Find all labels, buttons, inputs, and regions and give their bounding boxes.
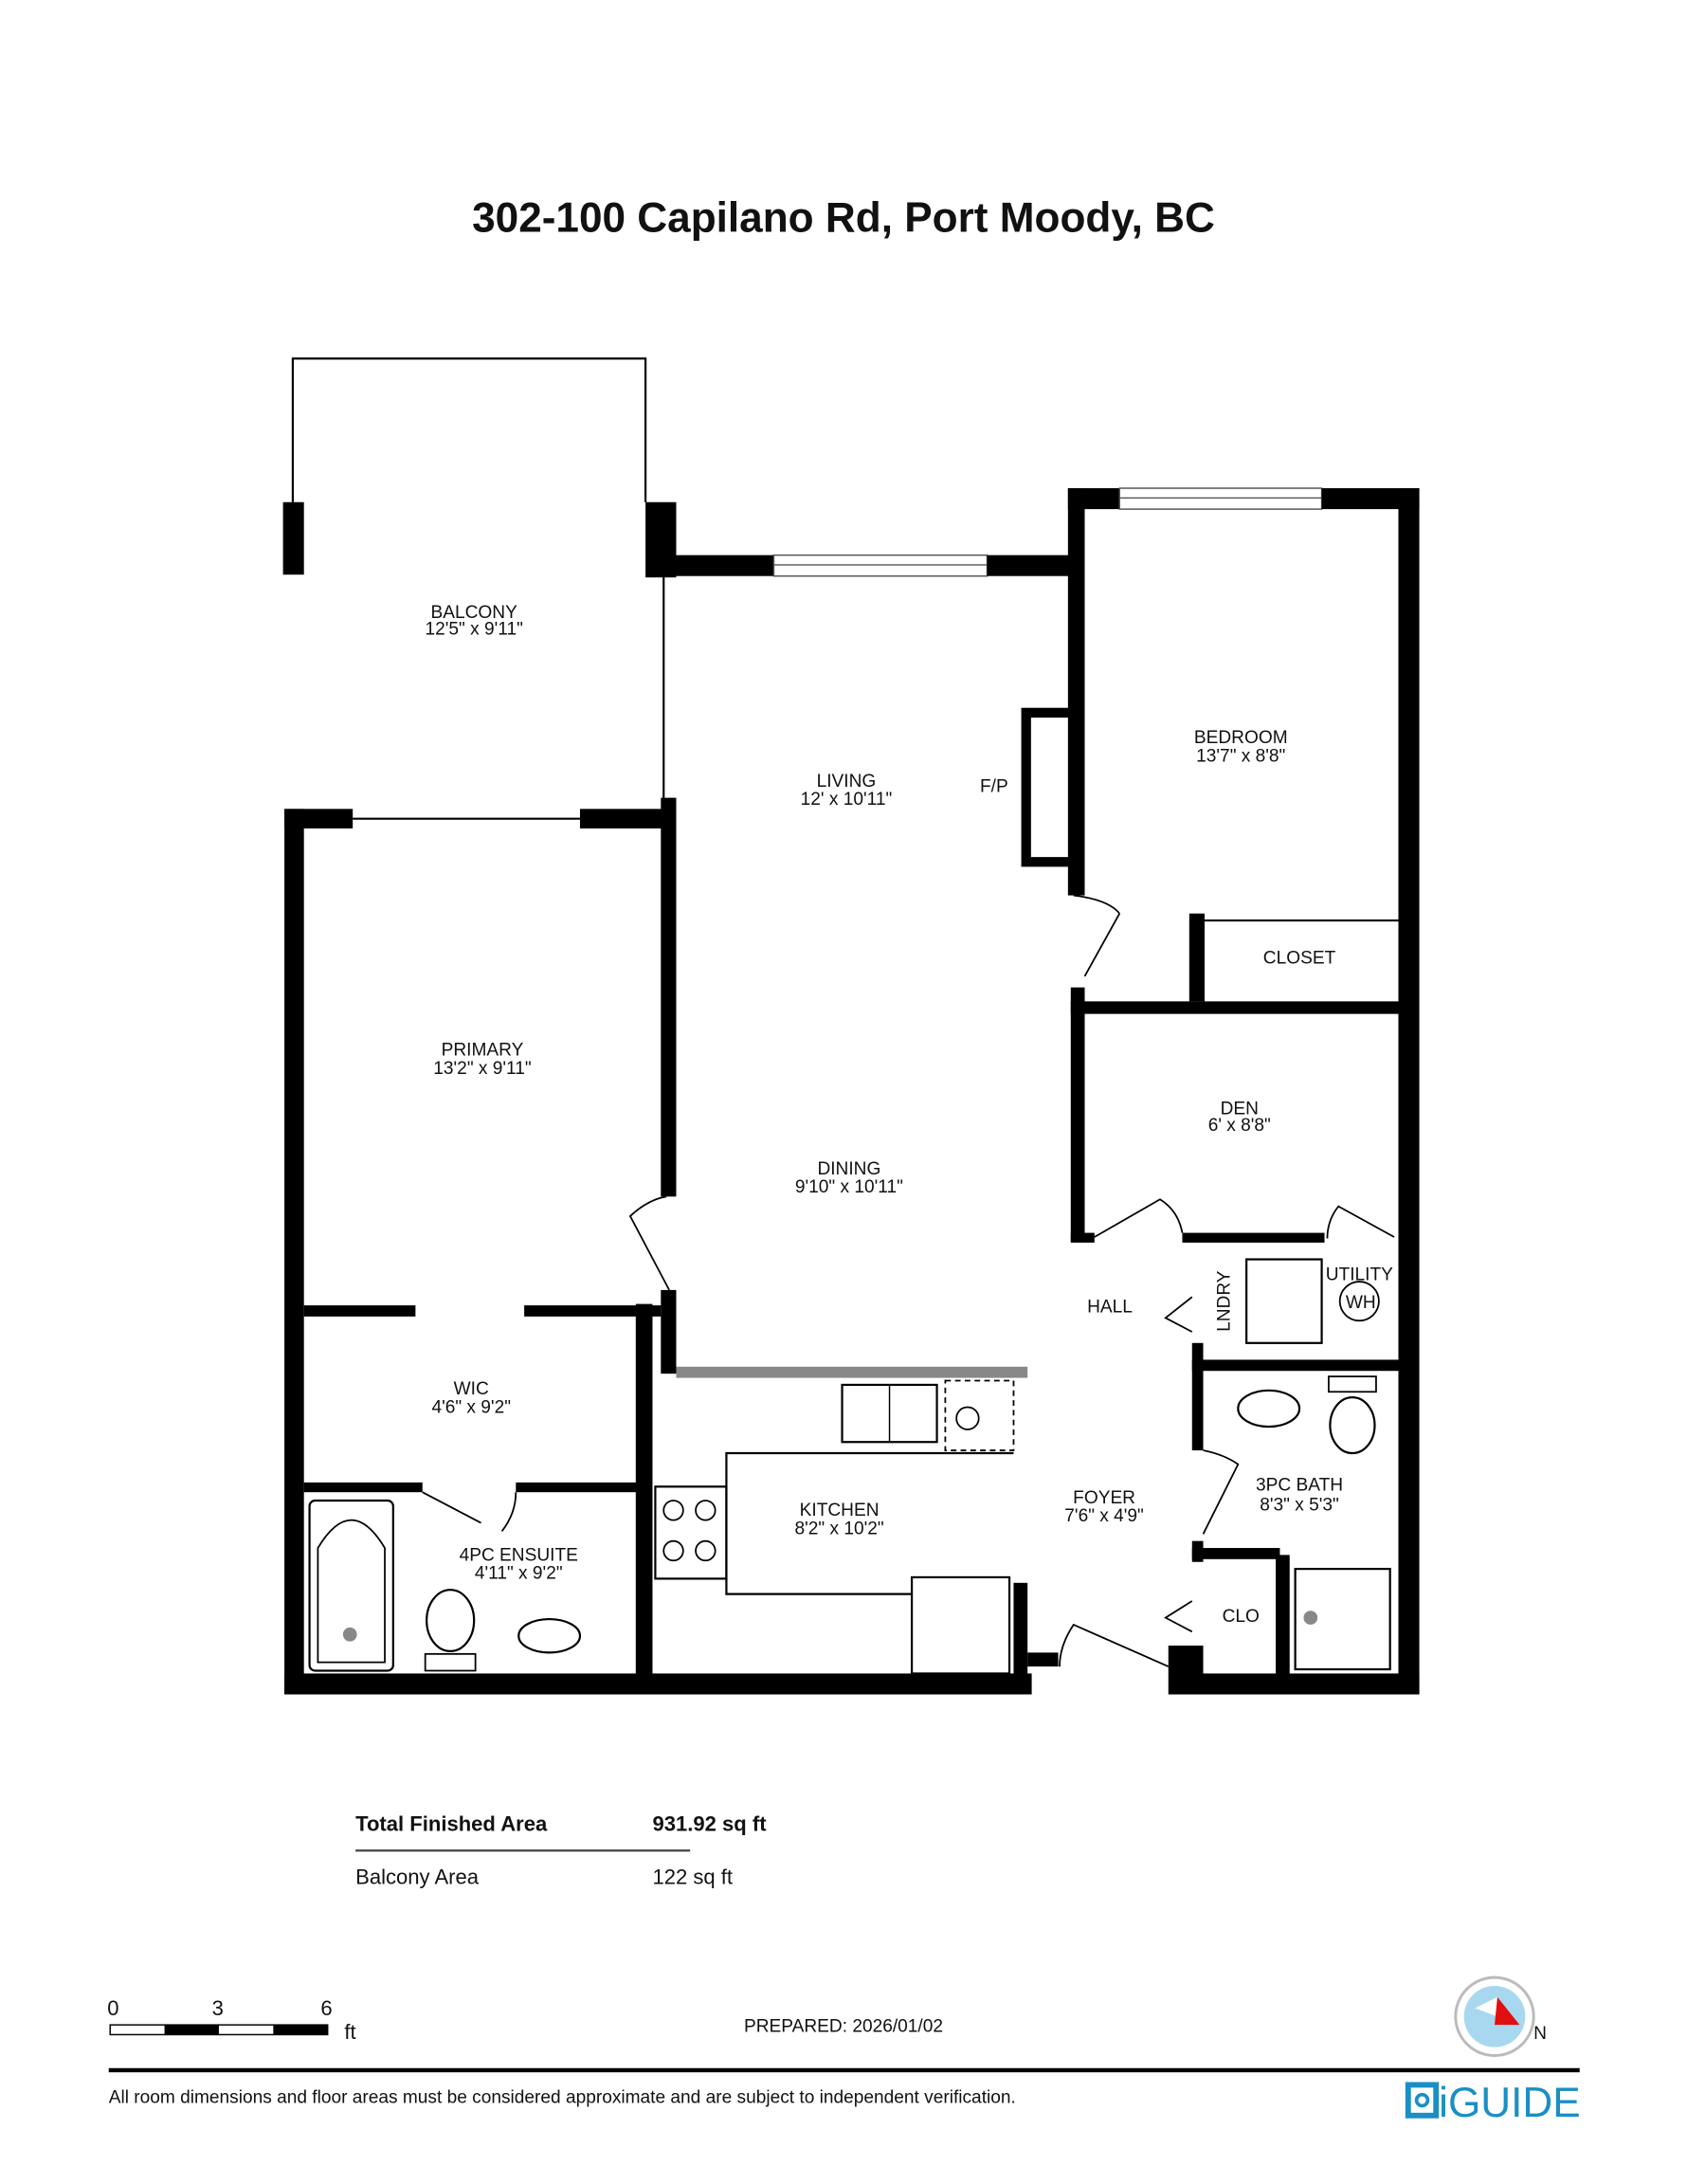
ensuite-label: 4PC ENSUITE — [460, 1545, 578, 1565]
compass-icon: N — [1454, 1975, 1547, 2057]
utility-label: UTILITY — [1326, 1265, 1393, 1285]
prepared-date: PREPARED: 2026/01/02 — [744, 2017, 943, 2037]
ensuite-dims: 4'11" x 9'2" — [475, 1563, 563, 1583]
wic-label: WIC — [454, 1379, 489, 1399]
closet-label: CLOSET — [1263, 949, 1336, 969]
den-label: DEN — [1221, 1100, 1259, 1119]
kitchen-label: KITCHEN — [800, 1501, 880, 1520]
foyer-label: FOYER — [1073, 1488, 1135, 1508]
total-area-value: 931.92 sq ft — [652, 1812, 767, 1836]
scale-tick-0: 0 — [107, 1996, 118, 2020]
bath3-label: 3PC BATH — [1256, 1476, 1343, 1496]
balcony-dims: 12'5" x 9'11" — [425, 619, 522, 639]
scale-unit: ft — [344, 2020, 355, 2044]
bath3-dims: 8'3" x 5'3" — [1260, 1495, 1339, 1515]
bedroom-dims: 13'7" x 8'8" — [1196, 746, 1285, 766]
page-title: 302-100 Capilano Rd, Port Moody, BC — [472, 194, 1215, 241]
foyer-dims: 7'6" x 4'9" — [1064, 1506, 1144, 1526]
wic-dims: 4'6" x 9'2" — [431, 1397, 511, 1417]
primary-label: PRIMARY — [442, 1041, 524, 1061]
fireplace-label: F/P — [980, 777, 1008, 797]
primary-dims: 13'2" x 9'11" — [433, 1059, 531, 1079]
compass-north-label: N — [1533, 2024, 1547, 2044]
disclaimer: All room dimensions and floor areas must… — [109, 2088, 1016, 2108]
balcony-area-value: 122 sq ft — [652, 1866, 733, 1889]
room-labels: BALCONY 12'5" x 9'11" LIVING 12' x 10'11… — [425, 603, 1393, 1627]
living-label: LIVING — [817, 772, 877, 792]
balcony-label: BALCONY — [430, 603, 517, 623]
total-area-label: Total Finished Area — [355, 1812, 548, 1836]
balcony-area-label: Balcony Area — [355, 1866, 480, 1889]
scale-bar: 0 3 6 ft — [107, 1996, 355, 2044]
hall-label: HALL — [1087, 1297, 1133, 1317]
bedroom-label: BEDROOM — [1194, 728, 1288, 748]
kitchen-dims: 8'2" x 10'2" — [794, 1519, 883, 1538]
area-table: Total Finished Area 931.92 sq ft Balcony… — [355, 1812, 767, 1889]
logo-text: iGUIDE — [1439, 2080, 1581, 2126]
dining-dims: 9'10" x 10'11" — [795, 1177, 903, 1197]
scale-tick-6: 6 — [320, 1996, 332, 2020]
living-dims: 12' x 10'11" — [801, 790, 893, 810]
walls — [282, 357, 1420, 1695]
dining-label: DINING — [817, 1159, 880, 1179]
iguide-logo: iGUIDE — [1405, 2080, 1581, 2126]
footer-rule — [108, 2067, 1580, 2073]
scale-tick-3: 3 — [212, 1996, 224, 2020]
laundry-label: LNDRY — [1214, 1270, 1234, 1332]
water-heater-label: WH — [1346, 1293, 1376, 1313]
clo-label: CLO — [1223, 1607, 1260, 1627]
den-dims: 6' x 8'8" — [1208, 1116, 1271, 1136]
